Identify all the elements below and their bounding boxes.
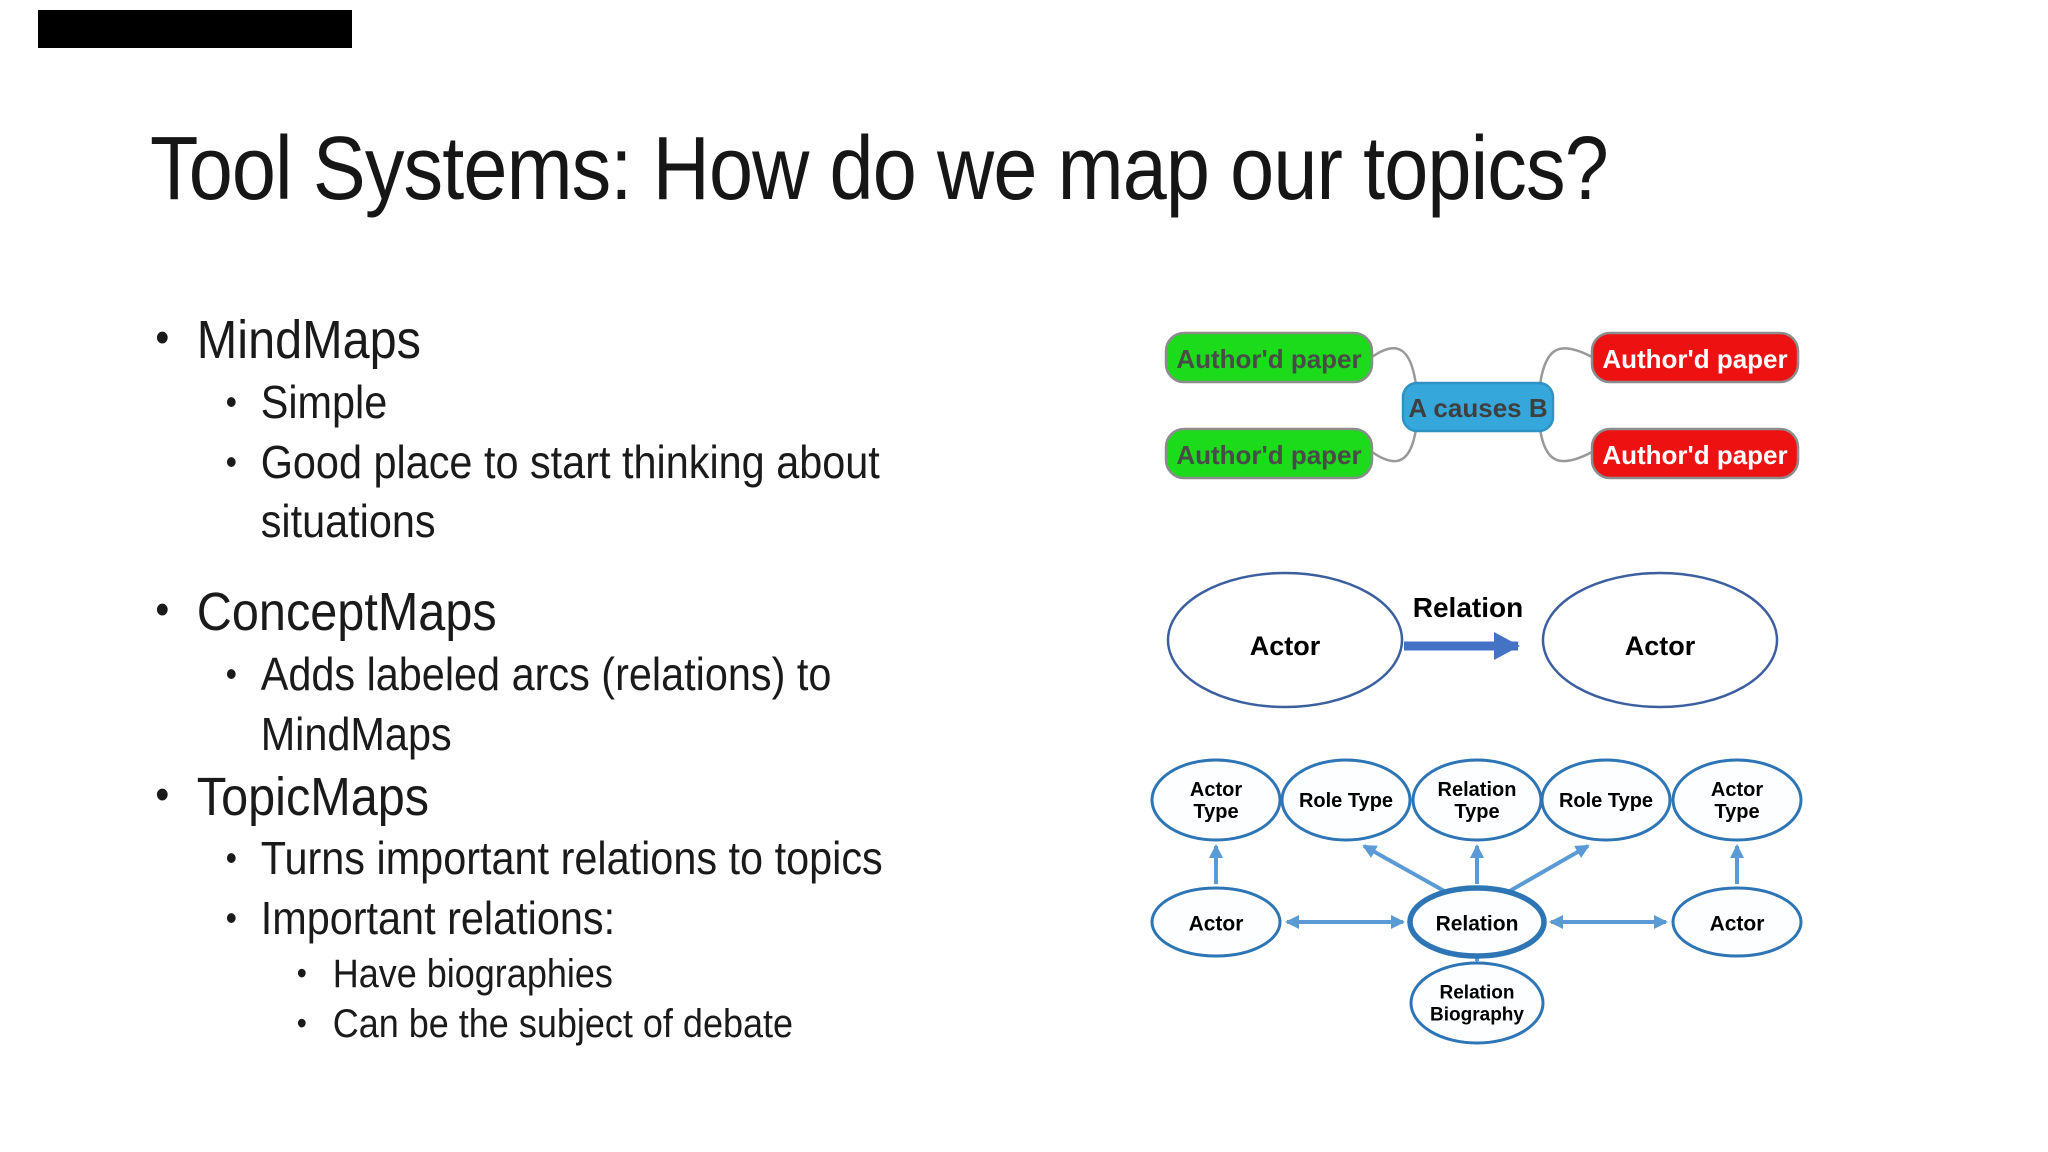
conceptmap-actor-right-label: Actor <box>1625 631 1696 661</box>
topicmap-roletype-right-label: Role Type <box>1559 790 1653 812</box>
topicmap-actor-left-label: Actor <box>1189 913 1244 936</box>
topicmap-actortype-right-label-line2: Type <box>1714 801 1759 823</box>
mindmap-diagram: Author'd paper Author'd paper A causes B… <box>1164 331 1800 480</box>
mindmap-label-relation: A causes B <box>1408 393 1547 423</box>
bullet-adds-labeled-arcs: Adds labeled arcs (relations) to MindMap… <box>150 645 942 765</box>
slide-title: Tool Systems: How do we map our topics? <box>150 119 1609 219</box>
topicmap-relation-biography-ellipse <box>1409 961 1545 1045</box>
topicmap-biography-label-line1: Relation <box>1440 983 1515 1004</box>
conceptmap-actor-left-label: Actor <box>1250 631 1321 661</box>
topicmap-relation-label: Relation <box>1436 913 1519 936</box>
mindmap-connector <box>1538 347 1593 386</box>
mindmap-connector <box>1371 428 1418 463</box>
mindmap-node-relation <box>1401 381 1555 433</box>
mindmap-node-green-top <box>1164 331 1374 384</box>
topicmap-relation-ellipse <box>1407 885 1547 959</box>
bullet-conceptmaps: ConceptMaps <box>150 580 942 645</box>
topicmap-roletype-right-ellipse <box>1540 758 1672 842</box>
bullet-subject-of-debate: Can be the subject of debate <box>150 999 942 1049</box>
topicmap-actor-right-ellipse <box>1671 886 1803 958</box>
topicmap-actor-right-label: Actor <box>1710 913 1765 936</box>
bullet-topicmaps: TopicMaps <box>150 765 942 830</box>
topicmap-actortype-right-ellipse <box>1671 758 1803 842</box>
mindmap-connector <box>1538 428 1593 463</box>
conceptmap-actor-right-ellipse <box>1541 571 1779 709</box>
bullet-mindmaps: MindMaps <box>150 308 942 373</box>
topicmap-actortype-left-ellipse <box>1150 758 1282 842</box>
conceptmap-relation-label: Relation <box>1413 592 1523 623</box>
topicmap-actortype-right-label-line1: Actor <box>1711 779 1763 801</box>
conceptmap-diagram: Actor Actor Relation <box>1166 571 1779 709</box>
topicmap-diagram: Actor Type Role Type Relation Type Role … <box>1150 758 1803 1045</box>
bullet-list: MindMaps Simple Good place to start thin… <box>150 308 942 1049</box>
topicmap-roletype-left-label: Role Type <box>1299 790 1393 812</box>
mindmap-node-red-top <box>1590 331 1800 384</box>
bullet-simple: Simple <box>150 373 942 433</box>
mindmap-label-red-top: Author'd paper <box>1602 344 1787 374</box>
mindmap-connector <box>1371 347 1418 386</box>
topicmap-relationtype-label-line2: Type <box>1454 801 1499 823</box>
mindmap-label-green-top: Author'd paper <box>1176 344 1361 374</box>
topicmap-actor-left-ellipse <box>1150 886 1282 958</box>
bullet-turns-relations: Turns important relations to topics <box>150 829 942 889</box>
black-redaction-bar <box>38 10 352 48</box>
topicmap-relationtype-label-line1: Relation <box>1438 779 1517 801</box>
mindmap-label-green-bottom: Author'd paper <box>1176 440 1361 470</box>
mindmap-node-red-bottom <box>1590 427 1800 480</box>
topicmap-arrow-relation-to-roletype-left <box>1362 844 1447 894</box>
bullet-important-relations: Important relations: <box>150 889 942 949</box>
topicmap-actortype-left-label-line1: Actor <box>1190 779 1242 801</box>
topicmap-arrow-relation-to-roletype-right <box>1507 844 1590 894</box>
bullet-good-place: Good place to start thinking about situa… <box>150 433 942 553</box>
topicmap-roletype-left-ellipse <box>1280 758 1412 842</box>
conceptmap-actor-left-ellipse <box>1166 571 1404 709</box>
mindmap-label-red-bottom: Author'd paper <box>1602 440 1787 470</box>
topicmap-biography-label-line2: Biography <box>1430 1005 1524 1026</box>
topicmap-actortype-left-label-line2: Type <box>1193 801 1238 823</box>
mindmap-node-green-bottom <box>1164 427 1374 480</box>
bullet-have-biographies: Have biographies <box>150 949 942 999</box>
